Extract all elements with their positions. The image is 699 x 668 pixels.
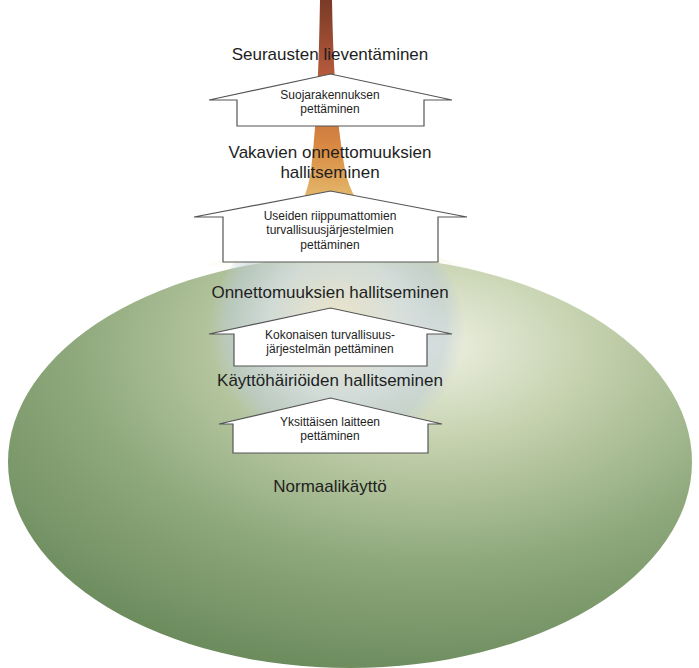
arrow-text: Suojarakennuksen pettäminen: [270, 88, 390, 117]
arrow-text: Yksittäisen laitteen pettäminen: [265, 415, 395, 444]
level-label: Seurausten lieventäminen: [180, 45, 480, 65]
level-label: Vakavien onnettomuuksien hallitseminen: [205, 143, 455, 182]
block-arrow: Yksittäisen laitteen pettäminen: [218, 397, 443, 454]
arrow-outline: [194, 191, 467, 262]
level-text: Normaalikäyttö: [180, 477, 480, 497]
level-label: Onnettomuuksien hallitseminen: [165, 283, 495, 303]
block-arrow: Kokonaisen turvallisuus- järjestelmän pe…: [208, 307, 453, 367]
level-text: Vakavien onnettomuuksien hallitseminen: [205, 143, 455, 182]
level-label: Käyttöhäiriöiden hallitseminen: [165, 371, 495, 391]
arrow-outline: [209, 74, 452, 126]
block-arrow: Suojarakennuksen pettäminen: [208, 73, 453, 127]
level-text: Seurausten lieventäminen: [180, 45, 480, 65]
block-arrow: Useiden riippumattomien turvallisuusjärj…: [193, 190, 468, 263]
level-label: Normaalikäyttö: [180, 477, 480, 497]
arrow-outline: [209, 308, 452, 366]
level-text: Käyttöhäiriöiden hallitseminen: [165, 371, 495, 391]
arrow-text: Kokonaisen turvallisuus- järjestelmän pe…: [245, 328, 415, 357]
arrow-text: Useiden riippumattomien turvallisuusjärj…: [244, 209, 416, 252]
level-text: Onnettomuuksien hallitseminen: [165, 283, 495, 303]
arrow-outline: [219, 398, 442, 453]
